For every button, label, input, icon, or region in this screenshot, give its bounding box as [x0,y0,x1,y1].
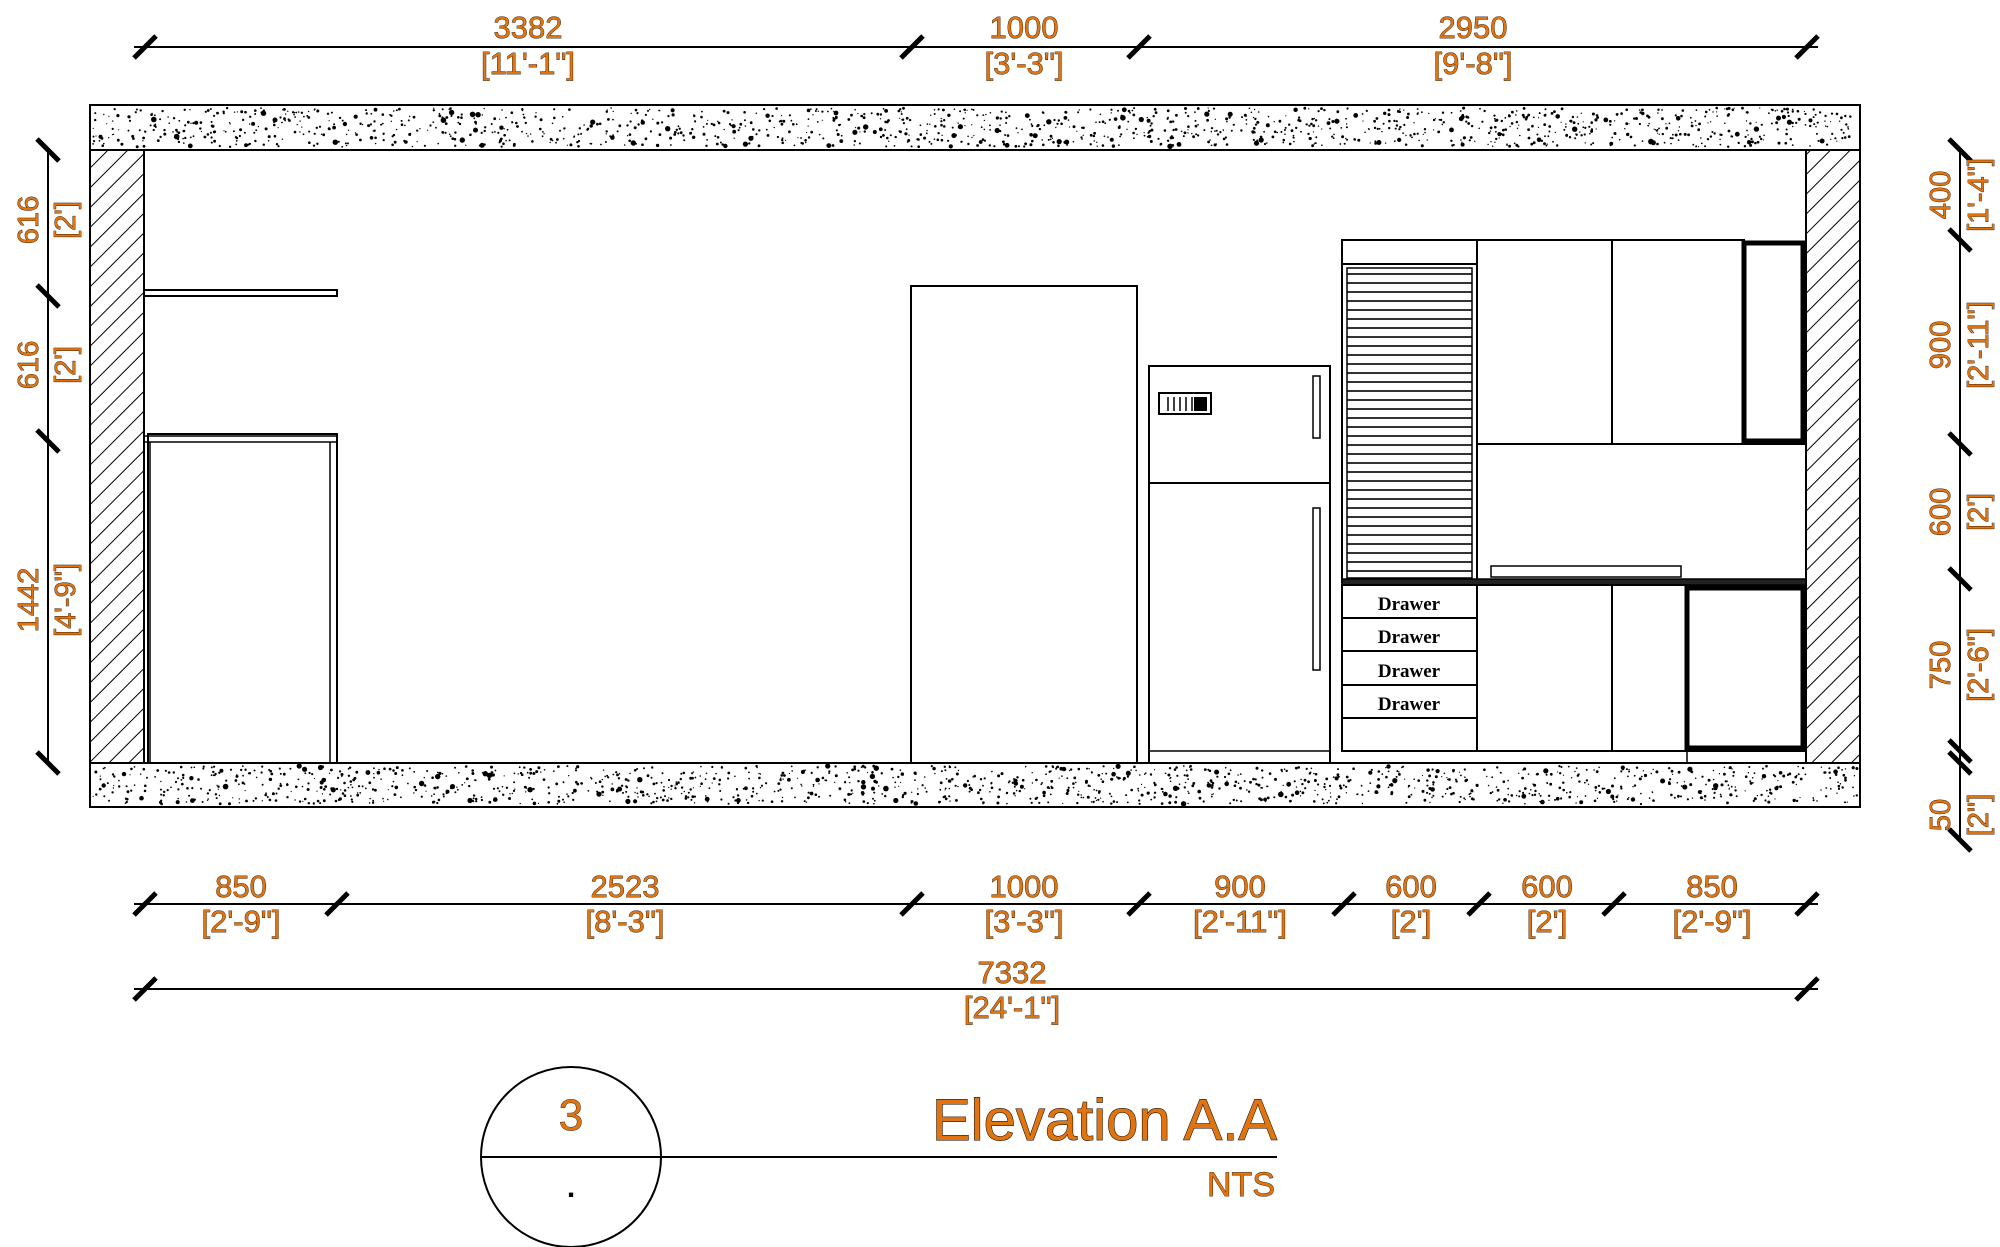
bottom-dim-6-mm: 600 [1521,869,1573,904]
bottom-dim-4-ft: [2'-11"] [1193,904,1287,939]
bottom-dimension-chain: 850 [2'-9"] 2523 [8'-3"] 1000 [3'-3"] 90… [132,869,1820,939]
base-appliance-unit [1684,585,1806,751]
left-dim-1-mm: 616 [13,196,45,244]
drawing-scale: NTS [1207,1166,1275,1204]
right-dim-4-ft: [2'-6"] [1963,628,1995,702]
left-door [143,433,338,764]
right-dim-3-mm: 600 [1925,488,1957,536]
left-wall [89,149,145,764]
left-dim-3-mm: 1442 [13,568,45,633]
bottom-dim-5-mm: 600 [1385,869,1437,904]
bottom-dim-7-ft: [2'-9"] [1673,904,1752,939]
bottom-dim-4-mm: 900 [1214,869,1266,904]
top-dim-2-ft: [3'-3"] [985,46,1064,81]
concrete-speckle-top [92,106,1852,149]
right-dim-1-mm: 400 [1925,171,1957,219]
bottom-dim-5-ft: [2'] [1391,904,1431,939]
wall-shelf [143,289,338,297]
left-dim-2-ft: [2'] [50,346,82,384]
drawer-labels: Drawer Drawer Drawer Drawer [1378,594,1441,715]
cooktop [1490,565,1682,578]
right-dim-5-ft: [2"] [1963,794,1995,837]
left-dim-1-ft: [2'] [50,201,82,239]
bottom-dim-2-mm: 2523 [591,869,660,904]
fridge-control-panel [1158,392,1212,415]
bottom-dim-7-mm: 850 [1686,869,1738,904]
right-dimension-chain: 400 [1'-4"] 900 [2'-11"] 600 [2'] 750 [2… [1925,137,1995,853]
left-dim-3-ft: [4'-9"] [50,563,82,637]
top-dim-1-ft: [11'-1"] [481,46,575,81]
right-dim-1-ft: [1'-4"] [1963,158,1995,232]
left-dimension-chain: 616 [2'] 616 [2'] 1442 [4'-9"] [13,137,82,776]
drawer-label-2: Drawer [1378,627,1441,648]
right-dim-4-mm: 750 [1925,641,1957,689]
drawer-label-1: Drawer [1378,594,1441,615]
bottom-dim-6-ft: [2'] [1527,904,1567,939]
drawing-title: Elevation A.A [932,1088,1277,1153]
drawing-number: 3 [559,1091,583,1140]
center-door [910,285,1138,764]
sheet-reference: . [567,1171,575,1204]
top-dim-2-mm: 1000 [990,10,1059,45]
drawer-label-4: Drawer [1378,694,1441,715]
bottom-dim-3-ft: [3'-3"] [985,904,1064,939]
drawer-label-3: Drawer [1378,661,1441,682]
right-dim-3-ft: [2'] [1963,493,1995,531]
bottom-dim-2-ft: [8'-3"] [586,904,665,939]
top-dim-3-mm: 2950 [1439,10,1508,45]
kitchen-cabinets [1341,239,1807,763]
concrete-speckle-bottom [92,763,1859,807]
top-dim-1-mm: 3382 [494,10,563,45]
overall-dimension: 7332 [24'-1"] [132,955,1820,1025]
top-dimension-chain: 3382 [11'-1"] 1000 [3'-3"] 2950 [9'-8"] [132,10,1820,81]
overall-dim-mm: 7332 [978,955,1047,990]
top-dim-3-ft: [9'-8"] [1434,46,1513,81]
bottom-dim-1-ft: [2'-9"] [202,904,281,939]
right-dim-2-mm: 900 [1925,321,1957,369]
refrigerator [1148,365,1331,764]
bottom-dim-1-mm: 850 [215,869,267,904]
left-dim-2-mm: 616 [13,341,45,389]
ceiling-slab [89,104,1861,151]
upper-cabinet-glass [1741,240,1806,444]
floor-slab [89,762,1861,808]
right-dim-2-ft: [2'-11"] [1963,301,1995,389]
right-dim-5-mm: 50 [1925,799,1957,831]
title-block: 3 . Elevation A.A NTS [480,1066,1278,1247]
bottom-dim-3-mm: 1000 [990,869,1059,904]
overall-dim-ft: [24'-1"] [964,990,1060,1025]
right-wall [1805,149,1861,764]
